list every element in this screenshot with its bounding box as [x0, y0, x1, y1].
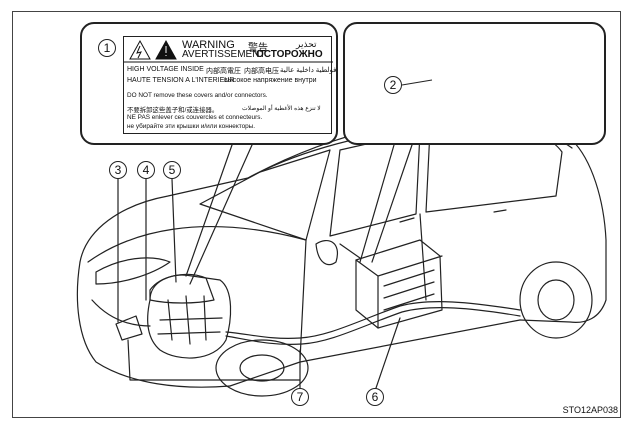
front-wheel-hub — [239, 354, 285, 382]
callout-1: 1 — [98, 39, 116, 57]
leader-6 — [375, 317, 401, 389]
label-remove-ru: не убирайте эти крышки и/или коннекторы. — [127, 123, 256, 130]
car-grille — [91, 299, 151, 327]
rear-wheel — [519, 261, 593, 339]
high-voltage-warning-label: WARNING 警告 تحذير AVERTISSEMENT ОСТОРОЖНО… — [123, 36, 336, 134]
callout-2: 2 — [384, 76, 402, 94]
front-wheel — [215, 339, 309, 397]
label-ostorozhno: ОСТОРОЖНО — [256, 49, 323, 60]
warning-triangle-icons — [124, 39, 333, 63]
label-remove-fr: NE PAS enlever ces couvercles et connect… — [127, 114, 263, 121]
car-front-bumper — [76, 261, 231, 388]
hv-cable — [225, 301, 521, 339]
label-warning-zh: 警告 — [248, 43, 268, 54]
inverter-unit — [149, 273, 215, 304]
label-hv-ru: высокое напряжение внутри — [224, 77, 317, 84]
label-remove-ar: لا تنزع هذه الأغطية أو الموصلات — [242, 106, 321, 112]
callout-3: 3 — [109, 161, 127, 179]
label-hv-zh1: 内部高電圧 — [206, 68, 241, 75]
leader-7b — [127, 339, 301, 381]
label-avertissement: AVERTISSEMENT — [182, 49, 266, 60]
car-headlight — [95, 257, 171, 285]
leader-1 — [185, 144, 233, 277]
label-hv-ar: فولطية داخلية عالية — [280, 67, 337, 74]
leader-5 — [171, 178, 177, 283]
hybrid-battery — [355, 239, 443, 329]
leader-1b — [189, 144, 253, 285]
callout-5: 5 — [163, 161, 181, 179]
junction-block — [115, 315, 143, 341]
label-hv-en: HIGH VOLTAGE INSIDE — [127, 66, 204, 73]
label-hv-zh2: 内部高电压 — [244, 68, 279, 75]
callout-7: 7 — [291, 388, 309, 406]
label-hv-fr: HAUTE TENSION A L'INTERIEUR — [127, 77, 235, 84]
side-mirror — [315, 240, 338, 266]
leader-2b — [371, 144, 413, 263]
label-remove-en: DO NOT remove these covers and/or connec… — [127, 92, 268, 99]
door-handle-rear — [493, 209, 507, 213]
rear-wheel-hub — [537, 279, 575, 321]
hv-cable-2 — [225, 307, 521, 345]
car-hood — [87, 226, 307, 263]
callout-6: 6 — [366, 388, 384, 406]
callout-4: 4 — [137, 161, 155, 179]
figure-frame — [12, 11, 621, 418]
car-door-line-2 — [299, 239, 307, 361]
car-windshield — [199, 149, 331, 241]
label-warning-ar: تحذير — [296, 39, 317, 49]
label-warning: WARNING — [182, 39, 235, 51]
car-door-line — [419, 213, 427, 301]
door-handle-front — [399, 217, 415, 223]
figure-code: STO12AP038 — [562, 405, 618, 415]
leader-2 — [359, 144, 395, 263]
label-remove-zh: 不要拆卸这些盖子和/或连接器。 — [127, 107, 219, 114]
